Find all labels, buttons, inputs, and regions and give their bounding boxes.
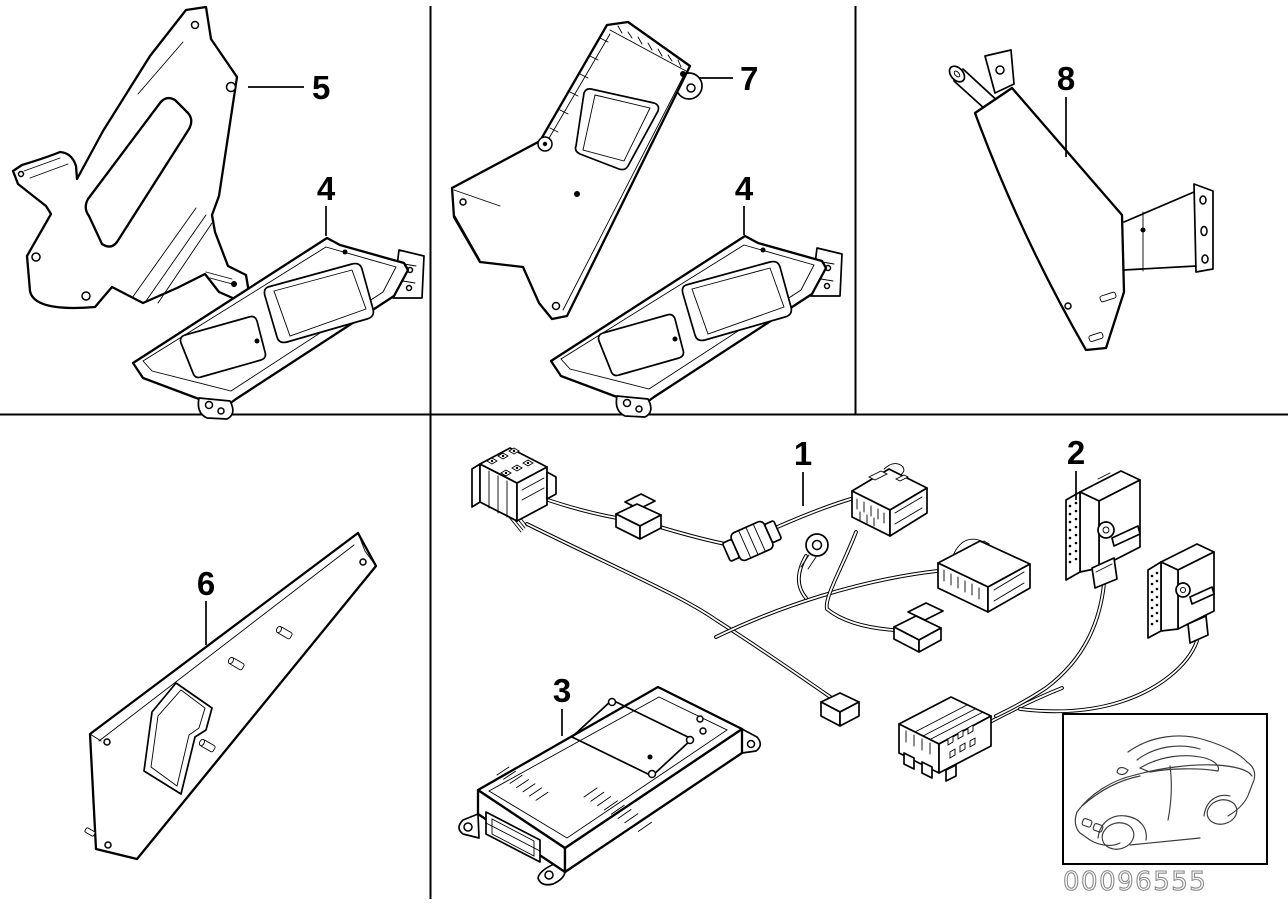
part-label-3[interactable]: 3 xyxy=(553,672,571,709)
harness-connector-sc2 xyxy=(893,602,944,653)
part-7-bracket-drawing[interactable] xyxy=(450,20,703,321)
part-label-4-middle[interactable]: 4 xyxy=(735,170,754,207)
part-5-hatch-lines xyxy=(23,41,237,304)
car-outline-icon xyxy=(1074,735,1256,850)
part-label-6[interactable]: 6 xyxy=(197,565,215,602)
car-thumbnail-frame xyxy=(1062,713,1268,865)
harness-ring-terminal xyxy=(800,533,829,570)
part-2-cable-drawing[interactable] xyxy=(994,470,1215,718)
callout-part-8: 8 xyxy=(1057,60,1075,157)
part-3-socket xyxy=(485,811,541,863)
callout-part-1: 1 xyxy=(794,435,812,506)
part-label-7[interactable]: 7 xyxy=(740,60,758,97)
part-label-4-left[interactable]: 4 xyxy=(317,170,336,207)
part-3-module-drawing[interactable] xyxy=(458,685,762,886)
harness-connector-sc3 xyxy=(820,692,860,727)
connector-pins xyxy=(486,447,534,477)
callout-part-4-left: 4 xyxy=(317,170,336,236)
harness-connector-c4 xyxy=(898,696,992,782)
callout-part-4-middle: 4 xyxy=(735,170,754,235)
part-4-tray-drawing-middle[interactable] xyxy=(549,234,844,419)
harness-connector-c2 xyxy=(851,463,928,537)
harness-ferrite-sleeve xyxy=(722,520,782,562)
callout-part-3: 3 xyxy=(553,672,571,736)
part-5-holes xyxy=(17,20,237,301)
callout-part-2: 2 xyxy=(1067,434,1085,500)
harness-inline-connector xyxy=(615,493,662,540)
callout-part-5: 5 xyxy=(248,69,330,106)
part-3-vents xyxy=(496,766,652,832)
part-3-screws xyxy=(463,697,756,880)
part-2-connector-b xyxy=(1147,543,1215,644)
diagram-stamp: 00096555 xyxy=(1062,713,1268,898)
part-6-bracket-drawing[interactable] xyxy=(84,531,378,861)
part-7-holes xyxy=(459,71,696,311)
part-5-bracket-drawing[interactable] xyxy=(11,5,251,310)
callout-part-6: 6 xyxy=(197,565,215,645)
callout-part-7: 7 xyxy=(699,60,758,97)
part-8-bracket-drawing[interactable] xyxy=(947,49,1214,352)
part-label-2[interactable]: 2 xyxy=(1067,434,1085,471)
part-label-1[interactable]: 1 xyxy=(794,435,812,472)
image-id-stamp: 00096555 xyxy=(1063,867,1207,897)
part-2-wires xyxy=(994,582,1199,718)
part-6-pegs xyxy=(84,625,293,837)
harness-connector-main xyxy=(471,447,557,522)
part-8-arm xyxy=(1123,191,1197,272)
part-4-tray-drawing[interactable] xyxy=(131,236,425,420)
part-label-5[interactable]: 5 xyxy=(312,69,330,106)
part-2-connector-a xyxy=(1065,470,1141,589)
part-label-8[interactable]: 8 xyxy=(1057,60,1075,97)
part-7-edge-ticks xyxy=(549,25,682,133)
part-8-flange-holes xyxy=(1199,195,1209,264)
harness-connector-c3 xyxy=(937,538,1031,613)
harness-wires xyxy=(525,496,1064,724)
part-1-harness-drawing[interactable] xyxy=(471,447,1064,782)
part-6-holes xyxy=(103,558,367,849)
